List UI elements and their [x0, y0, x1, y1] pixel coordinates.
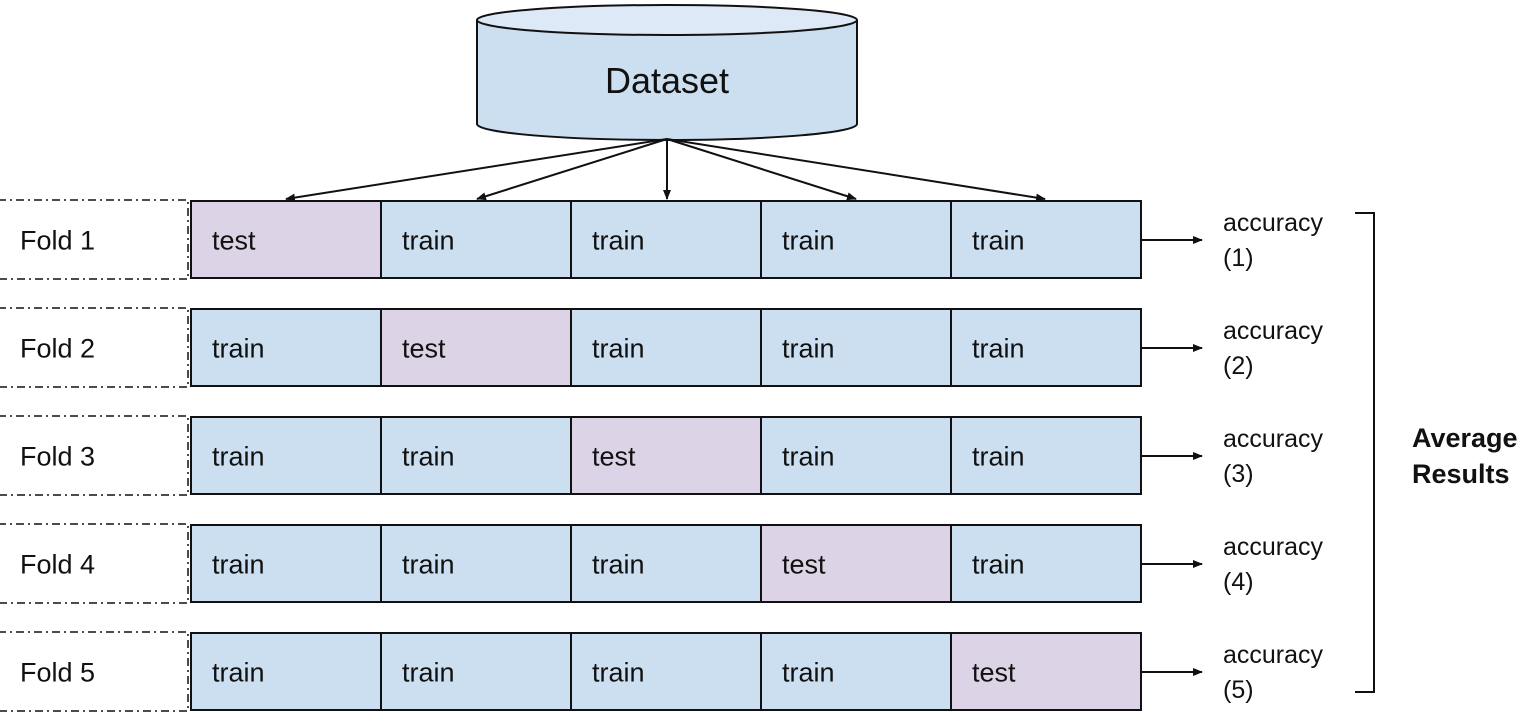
dataset-split-arrow: [476, 138, 668, 201]
accuracy-label: accuracy: [1223, 209, 1324, 237]
train-cell: [760, 632, 952, 711]
accuracy-label: accuracy: [1223, 533, 1324, 561]
cell-label: train: [212, 334, 265, 364]
cell-label: train: [972, 334, 1025, 364]
fold-row: Fold 1 test train train train train accuracy (1…: [0, 199, 1324, 280]
cell-label: test: [402, 334, 446, 364]
cell-label: train: [782, 334, 835, 364]
train-cell: [570, 308, 762, 387]
fold-row: Fold 5 train train train train test accuracy (5…: [0, 631, 1324, 712]
cell-label: train: [212, 442, 265, 472]
train-cell: [570, 524, 762, 603]
cell-label: train: [972, 550, 1025, 580]
cell-label: train: [782, 658, 835, 688]
cell-label: test: [212, 226, 256, 256]
accuracy-label: accuracy: [1223, 641, 1324, 669]
accuracy-index: (4): [1223, 568, 1254, 596]
fold-label-box: [0, 199, 189, 280]
fold-label-box: [0, 631, 189, 712]
fold-label-box: [0, 523, 189, 604]
cell-label: train: [402, 226, 455, 256]
train-cell: [570, 200, 762, 279]
cell-label: train: [402, 550, 455, 580]
cell-label: train: [402, 442, 455, 472]
train-cell: [190, 416, 382, 495]
train-cell: [190, 524, 382, 603]
accuracy-label: accuracy: [1223, 317, 1324, 345]
dataset-split-arrows: [285, 138, 1046, 202]
cell-label: train: [972, 442, 1025, 472]
cell-label: test: [972, 658, 1016, 688]
train-cell: [950, 416, 1142, 495]
accuracy-label: accuracy: [1223, 425, 1324, 453]
fold-row: Fold 2 train test train train train accuracy (2…: [0, 307, 1324, 388]
fold-label: Fold 4: [20, 550, 95, 580]
test-cell: [190, 200, 382, 279]
cell-label: test: [592, 442, 636, 472]
fold-label: Fold 2: [20, 334, 95, 364]
dataset-cylinder: Dataset: [476, 4, 858, 141]
accuracy-index: (3): [1223, 460, 1254, 488]
train-cell: [760, 200, 952, 279]
train-cell: [760, 416, 952, 495]
folds-group: Fold 1 test train train train train accuracy (1…: [0, 199, 1324, 712]
average-results-line2: Results: [1412, 459, 1510, 489]
train-cell: [190, 308, 382, 387]
cell-label: train: [782, 226, 835, 256]
test-cell: [950, 632, 1142, 711]
dataset-split-arrow: [285, 138, 668, 202]
train-cell: [380, 416, 572, 495]
test-cell: [760, 524, 952, 603]
accuracy-index: (2): [1223, 352, 1254, 380]
cell-label: train: [592, 334, 645, 364]
cell-label: train: [972, 226, 1025, 256]
dataset-label: Dataset: [605, 60, 729, 101]
fold-label: Fold 1: [20, 226, 95, 256]
average-results-line1: Average: [1412, 423, 1518, 453]
accuracy-index: (1): [1223, 244, 1254, 272]
train-cell: [380, 632, 572, 711]
cell-label: test: [782, 550, 826, 580]
fold-row: Fold 3 train train test train train accuracy (3…: [0, 415, 1324, 496]
test-cell: [380, 308, 572, 387]
fold-label: Fold 5: [20, 658, 95, 688]
cell-label: train: [592, 658, 645, 688]
cell-label: train: [212, 550, 265, 580]
train-cell: [570, 632, 762, 711]
fold-label-box: [0, 415, 189, 496]
dataset-split-arrow: [666, 138, 857, 201]
cell-label: train: [592, 550, 645, 580]
cell-label: train: [782, 442, 835, 472]
results-bracket: [1355, 212, 1375, 693]
cell-label: train: [212, 658, 265, 688]
fold-row: Fold 4 train train train test train accuracy (4…: [0, 523, 1324, 604]
dataset-cylinder-top: [476, 4, 858, 36]
accuracy-index: (5): [1223, 676, 1254, 704]
cell-label: train: [402, 658, 455, 688]
fold-label: Fold 3: [20, 442, 95, 472]
train-cell: [950, 524, 1142, 603]
fold-label-box: [0, 307, 189, 388]
cell-label: train: [592, 226, 645, 256]
results-bracket-group: Average Results: [1355, 212, 1518, 693]
train-cell: [950, 200, 1142, 279]
dataset-split-arrow: [666, 138, 1046, 202]
train-cell: [950, 308, 1142, 387]
